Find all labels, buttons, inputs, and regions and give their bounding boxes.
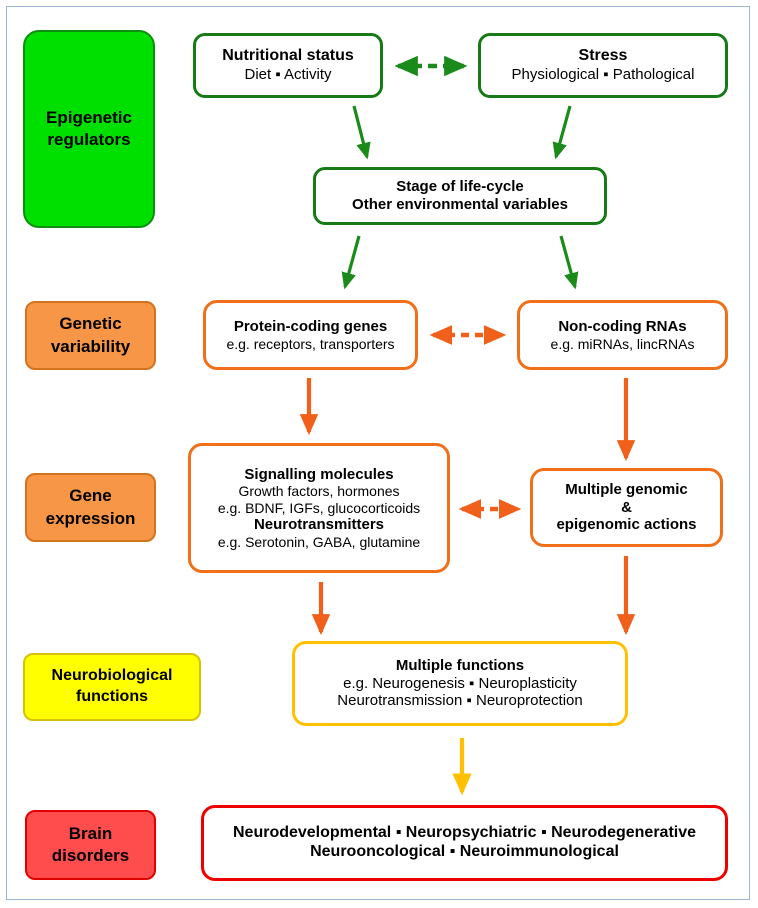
- stage-label-line2: regulators: [47, 130, 131, 149]
- stage-label-neurobiological-functions[interactable]: Neurobiological functions: [23, 653, 201, 721]
- node-subtitle: e.g. receptors, transporters: [226, 335, 395, 352]
- stage-label-text: Brain disorders: [52, 823, 129, 867]
- stage-label-line2: functions: [76, 688, 148, 705]
- node-subtitle-2: Neurotransmission ▪ Neuroprotection: [337, 692, 583, 710]
- stage-label-brain-disorders[interactable]: Brain disorders: [25, 810, 156, 880]
- node-brain-disorders-list[interactable]: Neurodevelopmental ▪ Neuropsychiatric ▪ …: [201, 805, 728, 881]
- stage-label-line2: disorders: [51, 846, 130, 865]
- node-subtitle: e.g. miRNAs, lincRNAs: [550, 335, 695, 352]
- stage-label-gene-expression[interactable]: Gene expression: [25, 473, 156, 542]
- stage-label-line1: Brain: [68, 823, 113, 843]
- node-title: Stress: [578, 47, 628, 65]
- node-title: Stage of life-cycle: [396, 178, 524, 196]
- node-title: Nutritional status: [222, 47, 354, 65]
- node-protein-coding-genes[interactable]: Protein-coding genes e.g. receptors, tra…: [203, 300, 418, 370]
- node-title: Protein-coding genes: [233, 317, 388, 335]
- node-subtitle: Other environmental variables: [352, 196, 568, 213]
- node-title: Non-coding RNAs: [558, 317, 687, 335]
- stage-label-line1: Gene: [69, 486, 112, 506]
- node-title: Signalling molecules: [244, 465, 394, 483]
- stage-label-genetic-variability[interactable]: Genetic variability: [25, 301, 156, 370]
- disorders-line-1: Neurodevelopmental ▪ Neuropsychiatric ▪ …: [232, 824, 697, 842]
- node-genomic-epigenomic-actions[interactable]: Multiple genomic & epigenomic actions: [530, 468, 723, 547]
- node-subtitle-1: Growth factors, hormones: [238, 483, 400, 500]
- stage-label-line2: expression: [45, 508, 136, 528]
- node-subtitle-2: e.g. BDNF, IGFs, glucocorticoids: [217, 499, 421, 516]
- stage-label-epigenetic-regulators[interactable]: Epigenetic regulators: [23, 30, 155, 228]
- node-subtitle-1: e.g. Neurogenesis ▪ Neuroplasticity: [343, 674, 577, 692]
- node-title: Multiple genomic: [565, 480, 688, 498]
- node-signalling-molecules[interactable]: Signalling molecules Growth factors, hor…: [188, 443, 450, 573]
- stage-label-text: Neurobiological functions: [52, 666, 173, 708]
- stage-label-line1: Epigenetic: [46, 107, 132, 127]
- stage-label-text: Gene expression: [46, 485, 136, 529]
- stage-label-line2: variability: [50, 336, 131, 356]
- stage-label-text: Epigenetic regulators: [46, 107, 132, 151]
- node-subtitle: Physiological ▪ Pathological: [511, 66, 695, 84]
- node-multiple-functions[interactable]: Multiple functions e.g. Neurogenesis ▪ N…: [292, 641, 628, 726]
- node-non-coding-rnas[interactable]: Non-coding RNAs e.g. miRNAs, lincRNAs: [517, 300, 728, 370]
- node-ampersand: &: [621, 498, 632, 516]
- node-subtitle-3: e.g. Serotonin, GABA, glutamine: [217, 533, 421, 550]
- stage-label-text: Genetic variability: [51, 313, 130, 357]
- node-title: Multiple functions: [395, 656, 525, 674]
- node-stress[interactable]: Stress Physiological ▪ Pathological: [478, 33, 728, 98]
- node-stage-of-life-cycle[interactable]: Stage of life-cycle Other environmental …: [313, 167, 607, 225]
- node-nutritional-status[interactable]: Nutritional status Diet ▪ Activity: [193, 33, 383, 98]
- node-title-2: epigenomic actions: [556, 516, 697, 534]
- node-title-2: Neurotransmitters: [253, 516, 385, 534]
- stage-label-line1: Neurobiological: [51, 667, 173, 685]
- disorders-line-2: Neurooncological ▪ Neuroimmunological: [310, 843, 619, 860]
- stage-label-line1: Genetic: [59, 314, 122, 334]
- node-subtitle: Diet ▪ Activity: [244, 66, 332, 84]
